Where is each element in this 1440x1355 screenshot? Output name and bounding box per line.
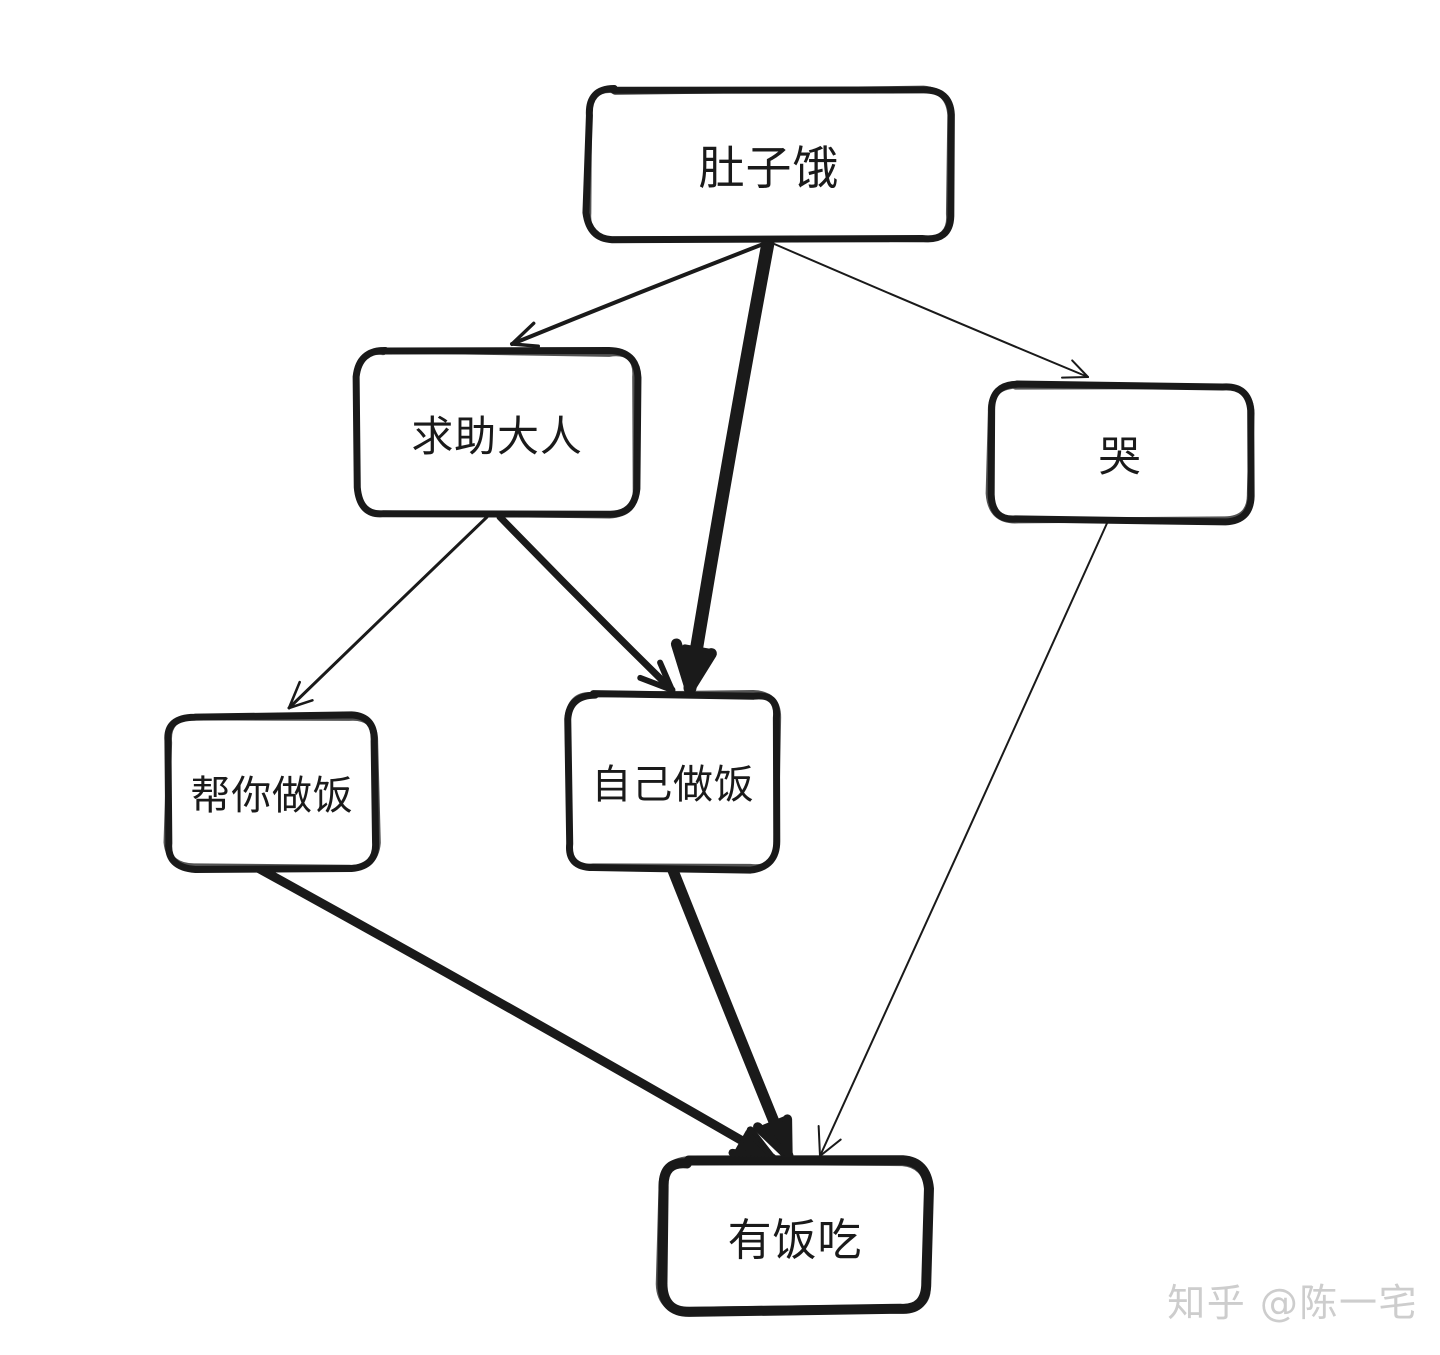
- arrowhead-barb: [819, 1138, 842, 1157]
- node-hungry[interactable]: [582, 85, 955, 244]
- watermark: 知乎 @陈一宅: [1167, 1281, 1418, 1325]
- edge-shaft: [771, 242, 1089, 378]
- arrowhead-solid: [735, 1130, 774, 1160]
- arrowhead-barb: [657, 659, 675, 693]
- node-cry[interactable]: [985, 380, 1255, 526]
- node-outline: [564, 690, 782, 870]
- arrowhead-barb: [287, 699, 314, 710]
- node-outline: [585, 85, 953, 243]
- arrowhead-barb: [1071, 359, 1089, 378]
- node-outline: [655, 1156, 933, 1316]
- arrowhead-barb: [287, 680, 301, 710]
- arrowhead-barb: [510, 321, 536, 346]
- edge-shaft: [666, 862, 794, 1162]
- arrowhead-solid: [761, 1116, 791, 1159]
- edge-shaft: [683, 236, 775, 695]
- node-fill: [168, 716, 376, 868]
- node-fill: [662, 1162, 928, 1310]
- edge-hungry-to-ask-adult: [510, 241, 768, 348]
- edge-shaft: [510, 241, 768, 346]
- edge-ask-adult-to-cook-yourself: [496, 513, 676, 694]
- arrowhead-barb: [510, 342, 541, 348]
- arrowhead-barb: [1061, 376, 1089, 379]
- node-outline: [163, 714, 381, 871]
- arrowhead-barb: [637, 674, 675, 693]
- node-cook-for-you[interactable]: [163, 711, 381, 874]
- node-outline: [353, 347, 639, 519]
- edge-cook-for-you-to-have-food: [253, 863, 777, 1163]
- node-have-food[interactable]: [655, 1155, 934, 1317]
- edge-cry-to-have-food: [817, 520, 1109, 1157]
- nodes-layer: [163, 85, 1255, 1317]
- edge-hungry-to-cry: [771, 242, 1089, 379]
- edge-shaft: [496, 513, 676, 694]
- arrowhead-solid: [682, 644, 712, 691]
- node-fill: [588, 90, 950, 240]
- node-fill: [358, 352, 636, 515]
- node-fill: [568, 694, 778, 868]
- node-cook-yourself[interactable]: [564, 690, 782, 874]
- node-ask-adult[interactable]: [352, 346, 642, 519]
- edge-cook-yourself-to-have-food: [666, 862, 794, 1162]
- node-fill: [990, 386, 1250, 521]
- edges-layer: [253, 236, 1109, 1163]
- edge-ask-adult-to-cook-for-you: [287, 515, 489, 710]
- edge-shaft: [819, 520, 1109, 1157]
- arrowhead-barb: [817, 1125, 821, 1157]
- edge-shaft: [287, 515, 489, 710]
- node-outline: [985, 383, 1255, 524]
- edge-shaft: [253, 863, 777, 1163]
- edge-hungry-to-cook-yourself: [670, 236, 775, 695]
